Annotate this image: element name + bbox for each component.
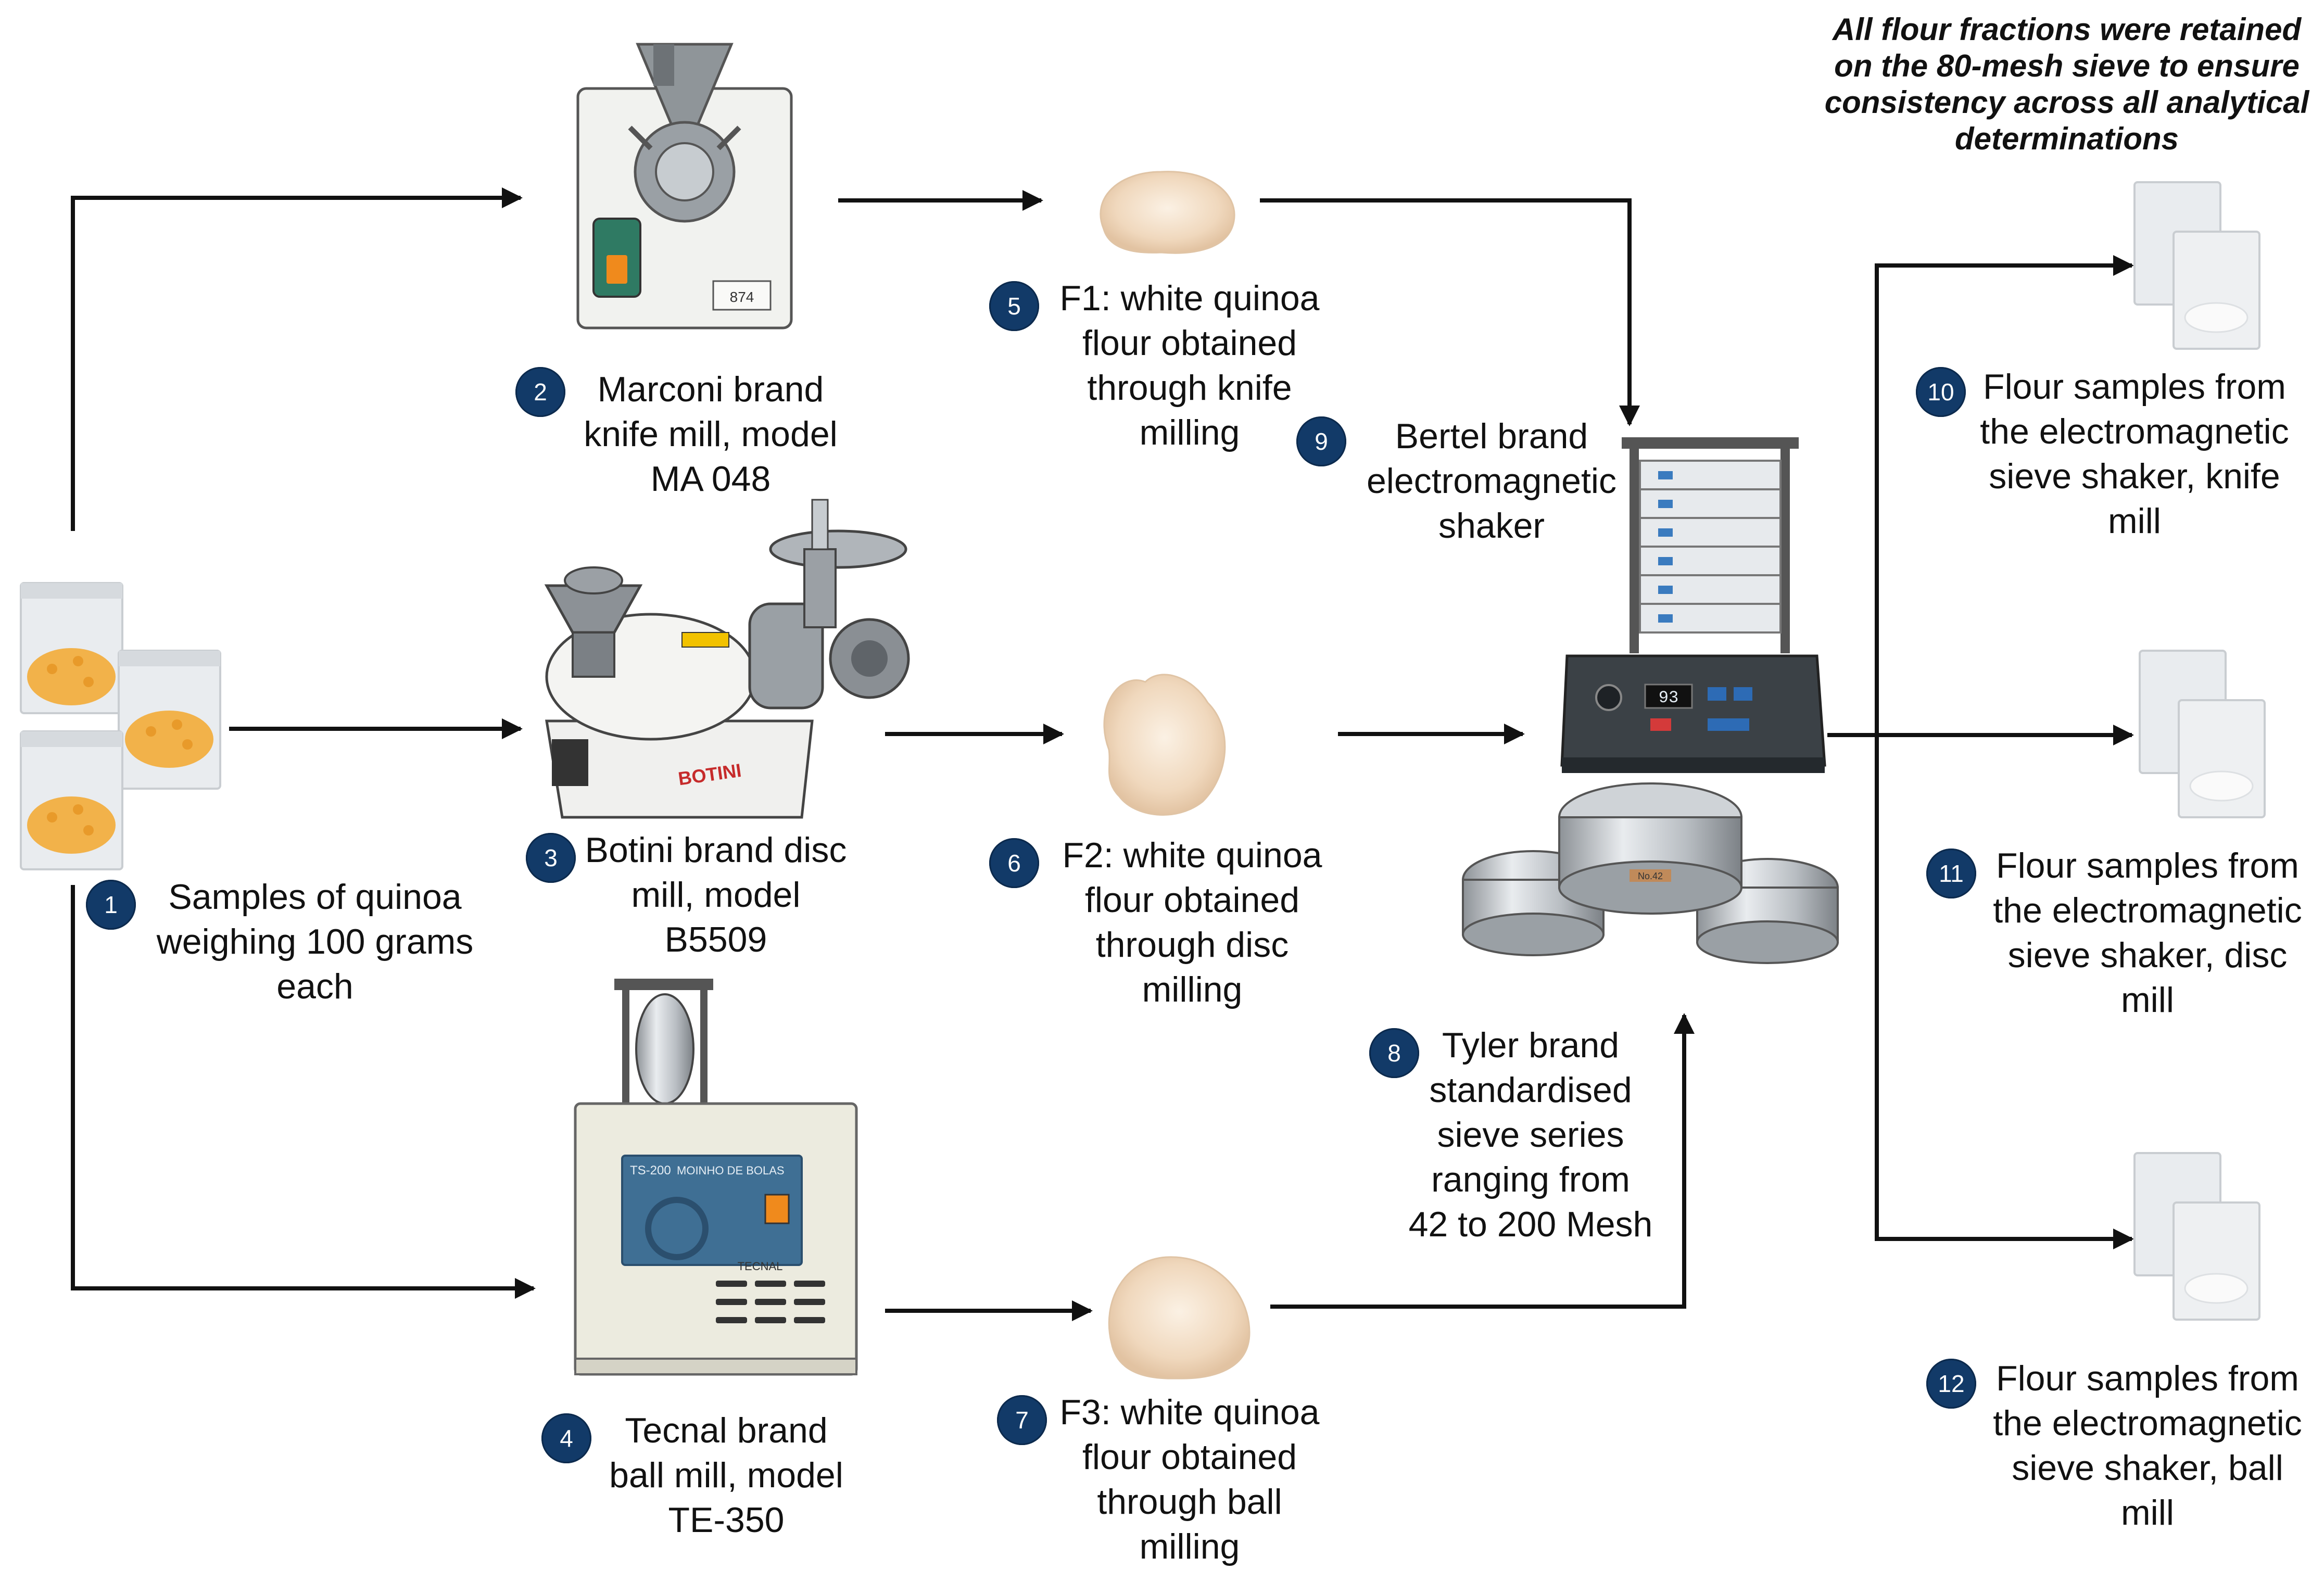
sieve-tag: No.42 <box>1638 871 1663 881</box>
step-label-3: Botini brand disc mill, model B5509 <box>585 830 847 959</box>
step-label-7: F3: white quinoa flour obtained through … <box>1059 1393 1320 1566</box>
step-label-2: Marconi brand knife mill, model MA 048 <box>584 370 838 499</box>
step-label-11: Flour samples from the electromagnetic s… <box>1993 846 2302 1020</box>
arrow-branch-ball <box>1875 735 2134 1249</box>
quinoa-bag-icon <box>20 730 123 870</box>
ball-mill-brand: TECNAL <box>738 1260 783 1273</box>
step-badge-10: 10 <box>1916 367 1966 417</box>
step-badge-3: 3 <box>526 833 576 883</box>
ball-mill-illustration: TS-200 MOINHO DE BOLAS TECNAL <box>574 979 858 1376</box>
disc-mill-illustration: BOTINI <box>544 499 910 819</box>
step-badge-8: 8 <box>1369 1028 1419 1078</box>
arrow-branch-knife <box>1875 255 2134 735</box>
step-badge-1: 1 <box>86 880 136 930</box>
step-badge-6: 6 <box>989 838 1039 888</box>
ball-mill-title: MOINHO DE BOLAS <box>677 1164 785 1177</box>
step-badge-11: 11 <box>1926 849 1976 898</box>
sieve-pan-icon: No.42 <box>1558 782 1742 915</box>
quinoa-bag-icon <box>20 582 123 714</box>
step-label-9: Bertel brand electromagnetic shaker <box>1366 416 1617 546</box>
flour-bags-ball <box>2133 1152 2260 1321</box>
shaker-display: 93 <box>1659 688 1678 707</box>
step-label-12: Flour samples from the electromagnetic s… <box>1993 1359 2302 1533</box>
sieve-shaker-illustration: 93 <box>1560 437 1826 773</box>
quinoa-bag-icon <box>118 650 221 790</box>
ball-mill-model: TS-200 <box>630 1163 671 1178</box>
knife-mill-illustration: 874 <box>576 43 793 330</box>
flour-pile-f1 <box>1100 171 1235 254</box>
quinoa-sample-bags <box>20 582 221 870</box>
flour-bags-disc <box>2139 650 2266 818</box>
arrow-f3-to-sieves <box>1270 1013 1695 1309</box>
flour-pile-f2 <box>1103 674 1226 816</box>
arrow-f1-to-shaker <box>1260 198 1640 426</box>
connectors <box>71 187 2134 1321</box>
step-label-5: F1: white quinoa flour obtained through … <box>1059 279 1320 452</box>
step-badge-9: 9 <box>1296 416 1346 466</box>
step-label-1: Samples of quinoa weighing 100 grams eac… <box>156 877 474 1006</box>
knife-mill-display: 874 <box>730 289 754 305</box>
step-label-10: Flour samples from the electromagnetic s… <box>1980 367 2289 541</box>
step-badge-2: 2 <box>515 367 565 417</box>
flour-pile-f3 <box>1108 1256 1251 1379</box>
sieve-series-illustration: No.42 <box>1462 782 1839 964</box>
step-badge-4: 4 <box>541 1413 591 1463</box>
step-badge-5: 5 <box>989 281 1039 331</box>
arrow-samples-to-ball-mill <box>71 885 536 1299</box>
step-label-6: F2: white quinoa flour obtained through … <box>1062 836 1322 1009</box>
step-label-4: Tecnal brand ball mill, model TE-350 <box>609 1411 843 1540</box>
step-label-8: Tyler brand standardised sieve series ra… <box>1408 1026 1653 1244</box>
step-badge-12: 12 <box>1926 1359 1976 1409</box>
retention-note: All flour fractions were retained on the… <box>1824 12 2309 156</box>
flour-bags-knife <box>2133 181 2260 350</box>
arrow-samples-to-knife-mill <box>71 187 523 531</box>
step-badge-7: 7 <box>997 1395 1047 1445</box>
